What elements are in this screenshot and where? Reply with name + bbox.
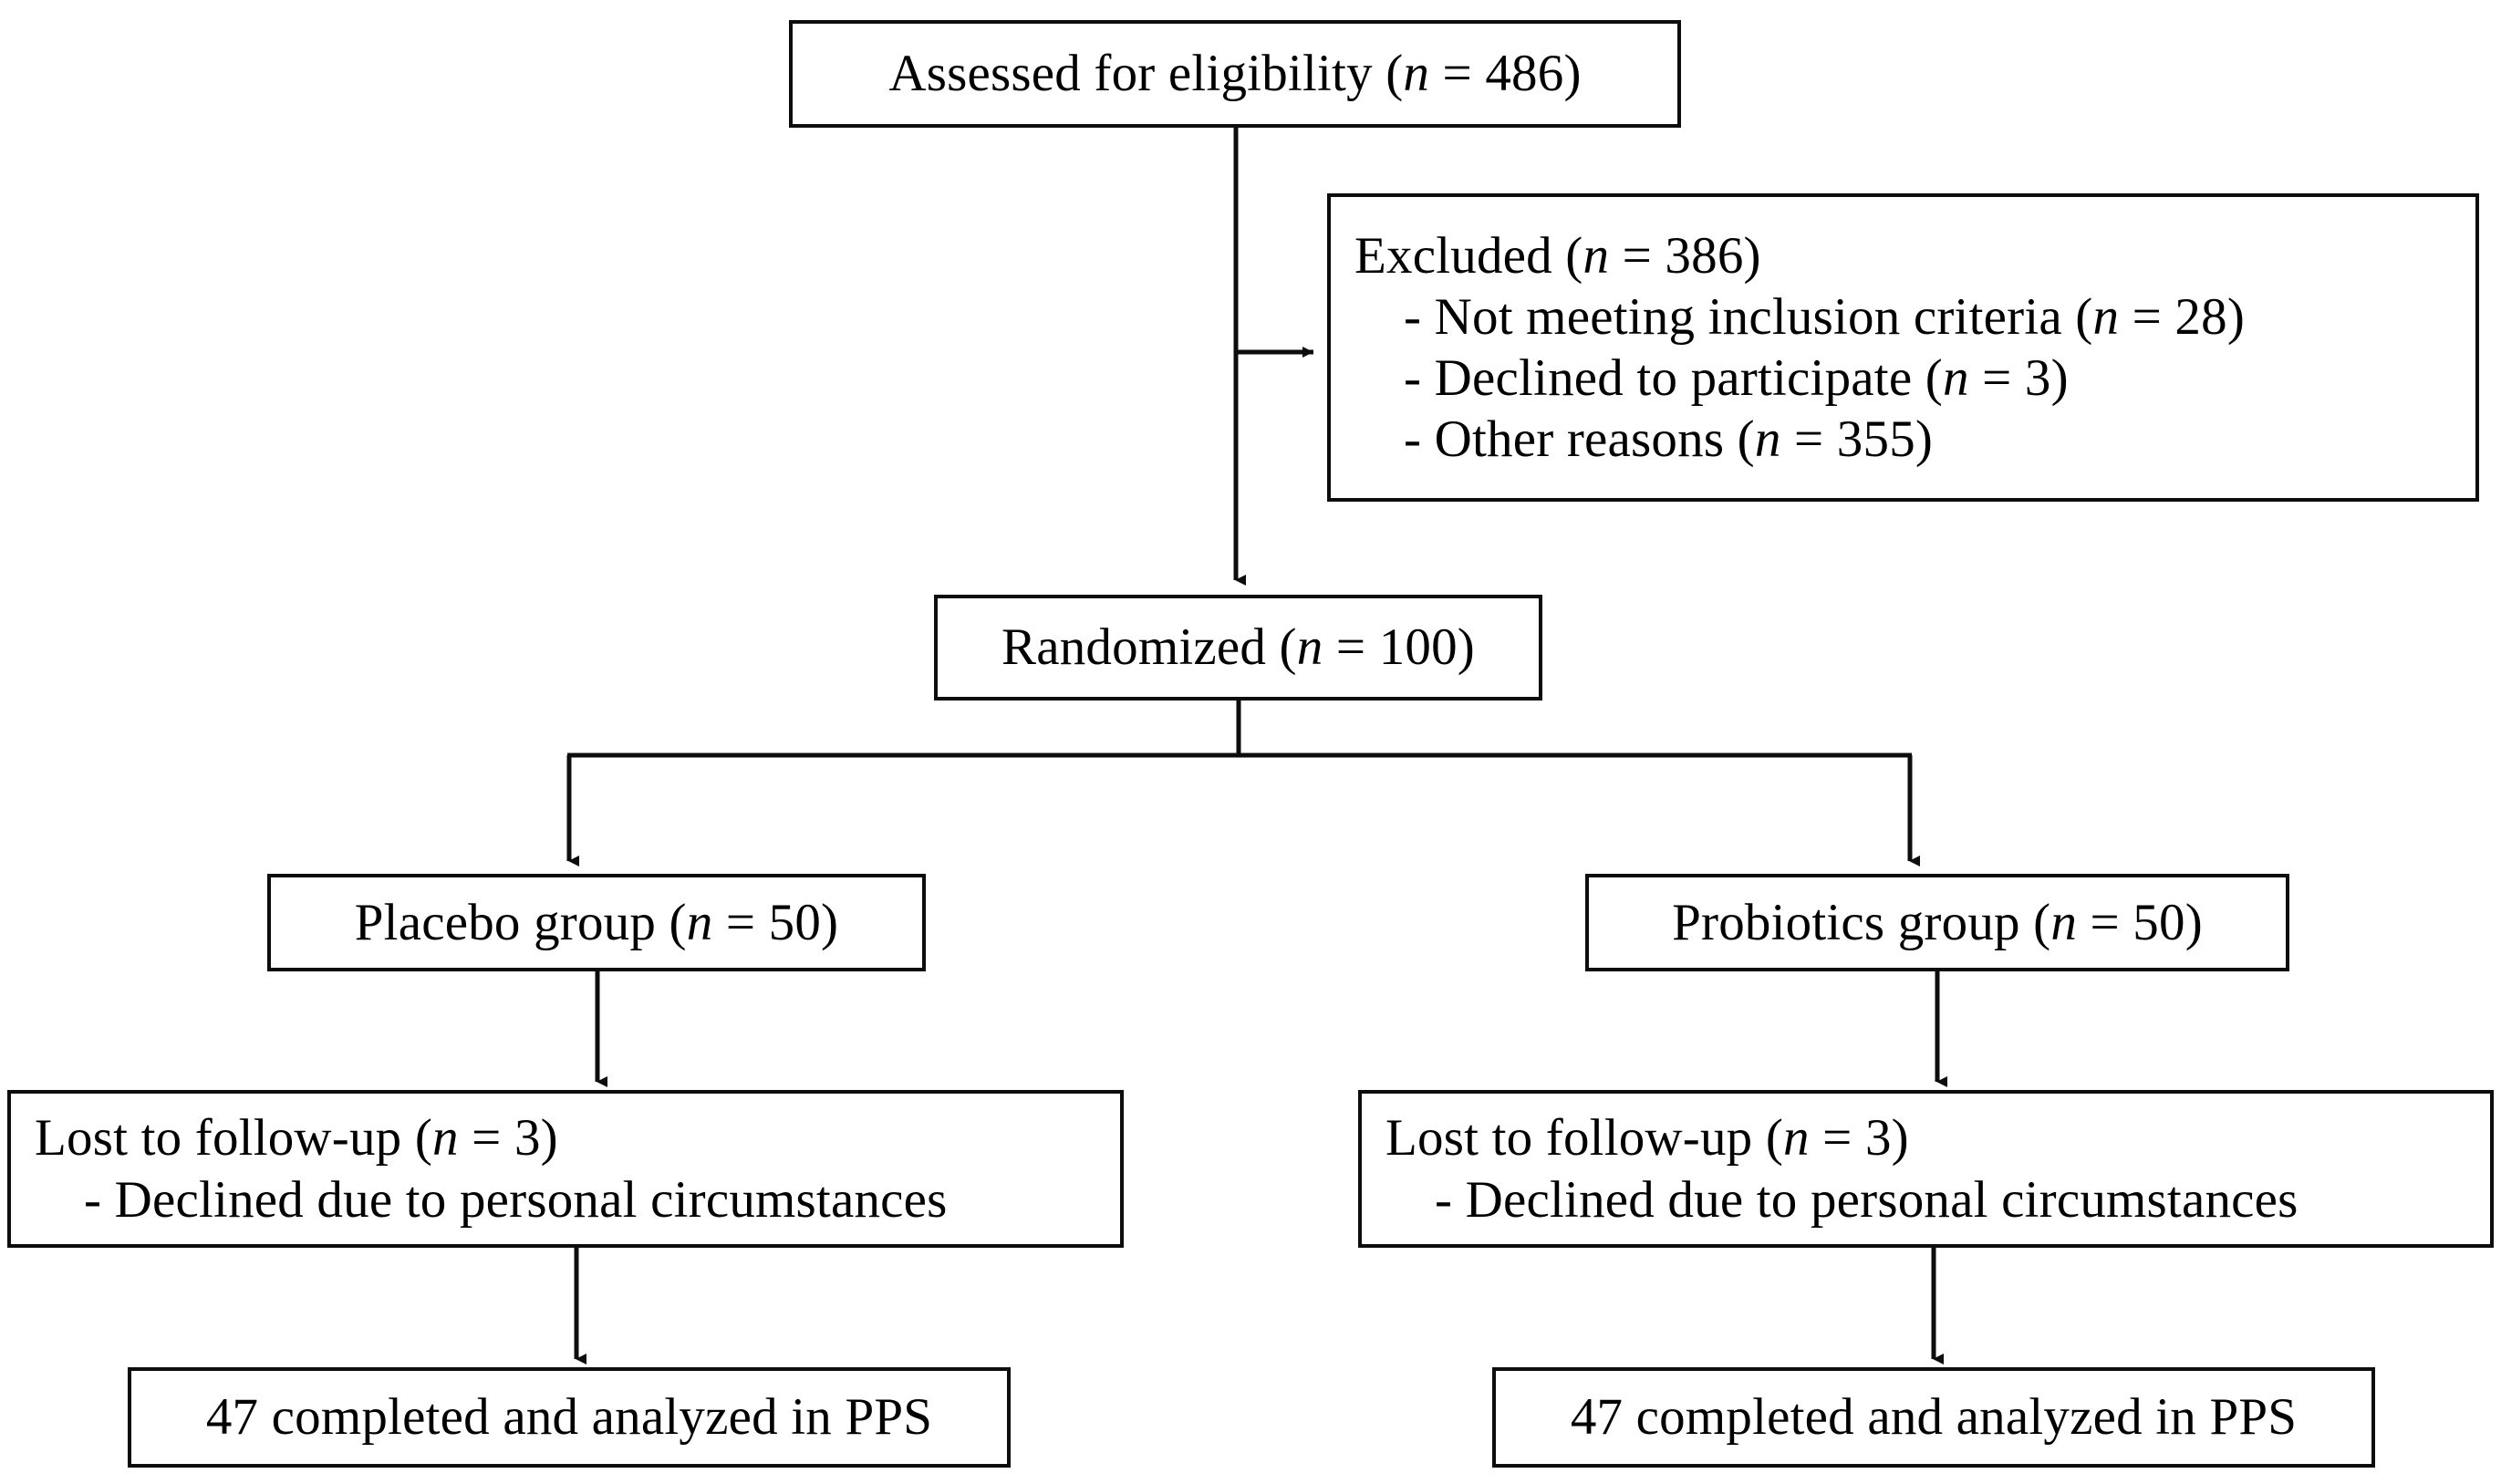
- node-line: Lost to follow-up (n = 3): [1385, 1109, 1909, 1167]
- italic-n: n: [1942, 349, 1969, 407]
- node-probiotics-group: Probiotics group (n = 50): [1585, 874, 2289, 971]
- node-placebo-completed-analyzed: 47 completed and analyzed in PPS: [128, 1367, 1011, 1468]
- node-line: 47 completed and analyzed in PPS: [1570, 1388, 2298, 1447]
- italic-n: n: [2050, 893, 2078, 951]
- node-placebo-lost-to-follow-up: Lost to follow-up (n = 3) - Declined due…: [7, 1090, 1124, 1248]
- node-line: Assessed for eligibility (n = 486): [888, 45, 1582, 103]
- node-assessed-for-eligibility: Assessed for eligibility (n = 486): [789, 20, 1681, 128]
- node-line: Randomized (n = 100): [1001, 618, 1475, 677]
- italic-n: n: [1583, 226, 1610, 285]
- node-placebo-group: Placebo group (n = 50): [267, 874, 926, 971]
- node-probiotics-lost-to-follow-up: Lost to follow-up (n = 3) - Declined due…: [1358, 1090, 2494, 1248]
- node-line: - Declined to participate (n = 3): [1404, 349, 2069, 407]
- node-line: Probiotics group (n = 50): [1672, 893, 2203, 951]
- italic-n: n: [686, 893, 713, 951]
- node-line: Lost to follow-up (n = 3): [35, 1109, 558, 1167]
- edge-randomized-split: [566, 700, 1920, 867]
- node-line: Excluded (n = 386): [1354, 226, 1761, 285]
- node-randomized: Randomized (n = 100): [934, 595, 1542, 700]
- italic-n: n: [2092, 287, 2120, 346]
- node-line: Placebo group (n = 50): [354, 893, 839, 951]
- italic-n: n: [1403, 45, 1430, 103]
- node-line: - Other reasons (n = 355): [1404, 410, 1934, 469]
- node-line: 47 completed and analyzed in PPS: [205, 1388, 933, 1447]
- node-line: - Declined due to personal circumstances: [1435, 1170, 2299, 1229]
- node-probiotics-completed-analyzed: 47 completed and analyzed in PPS: [1492, 1367, 2375, 1468]
- node-line: - Not meeting inclusion criteria (n = 28…: [1404, 287, 2246, 346]
- node-excluded: Excluded (n = 386) - Not meeting inclusi…: [1327, 193, 2479, 502]
- italic-n: n: [1754, 410, 1781, 469]
- italic-n: n: [432, 1109, 459, 1167]
- italic-n: n: [1296, 618, 1323, 677]
- italic-n: n: [1783, 1109, 1810, 1167]
- node-line: - Declined due to personal circumstances: [84, 1170, 948, 1229]
